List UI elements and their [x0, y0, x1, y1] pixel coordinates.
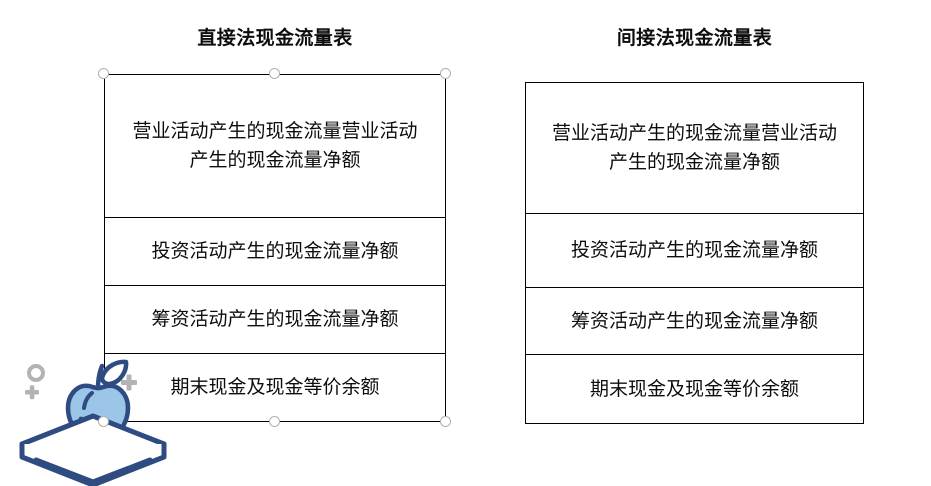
- table-cell-text: 营业活动产生的现金流量营业活动产生的现金流量净额: [132, 121, 418, 171]
- table-row[interactable]: 期末现金及现金等价余额: [526, 355, 863, 423]
- table-row[interactable]: 筹资活动产生的现金流量净额: [105, 286, 445, 354]
- cash-flow-table-indirect-method[interactable]: 营业活动产生的现金流量营业活动产生的现金流量净额 投资活动产生的现金流量净额 筹…: [525, 82, 864, 424]
- table-row[interactable]: 筹资活动产生的现金流量净额: [526, 288, 863, 355]
- table-cell-text: 筹资活动产生的现金流量净额: [570, 310, 818, 332]
- cash-flow-table-direct-method[interactable]: 营业活动产生的现金流量营业活动产生的现金流量净额 投资活动产生的现金流量净额 筹…: [104, 74, 446, 422]
- table-cell-text: 期末现金及现金等价余额: [589, 378, 799, 400]
- handle-bottom-right[interactable]: [440, 416, 451, 427]
- apple-highlight-dot: [78, 416, 84, 422]
- table-row[interactable]: 期末现金及现金等价余额: [105, 354, 445, 421]
- book-fold-line: [33, 457, 153, 485]
- table-cell-text: 投资活动产生的现金流量净额: [151, 241, 399, 262]
- page-title-direct-method: 直接法现金流量表: [197, 28, 353, 49]
- book-top-cover: [19, 413, 167, 475]
- apple-highlight: [82, 391, 94, 410]
- apple-stem: [95, 363, 105, 391]
- handle-top-right[interactable]: [440, 68, 451, 79]
- decor-plus-icon: [25, 385, 39, 400]
- table-row[interactable]: 投资活动产生的现金流量净额: [526, 214, 863, 288]
- handle-top-center[interactable]: [269, 68, 280, 79]
- handle-bottom-center[interactable]: [269, 416, 280, 427]
- handle-bottom-left[interactable]: [98, 416, 109, 427]
- table-cell-text: 营业活动产生的现金流量营业活动产生的现金流量净额: [551, 123, 837, 173]
- handle-top-left[interactable]: [98, 68, 109, 79]
- book-bottom-cover: [19, 441, 167, 486]
- table-row[interactable]: 营业活动产生的现金流量营业活动产生的现金流量净额: [105, 75, 445, 218]
- table-cell-text: 期末现金及现金等价余额: [170, 377, 380, 398]
- decor-ring-icon: [27, 364, 45, 382]
- page-title-indirect-method: 间接法现金流量表: [616, 28, 773, 49]
- table-row[interactable]: 投资活动产生的现金流量净额: [105, 218, 445, 286]
- table-cell-text: 投资活动产生的现金流量净额: [570, 240, 818, 261]
- table-row[interactable]: 营业活动产生的现金流量营业活动产生的现金流量净额: [526, 83, 863, 214]
- table-cell-text: 筹资活动产生的现金流量净额: [151, 309, 399, 330]
